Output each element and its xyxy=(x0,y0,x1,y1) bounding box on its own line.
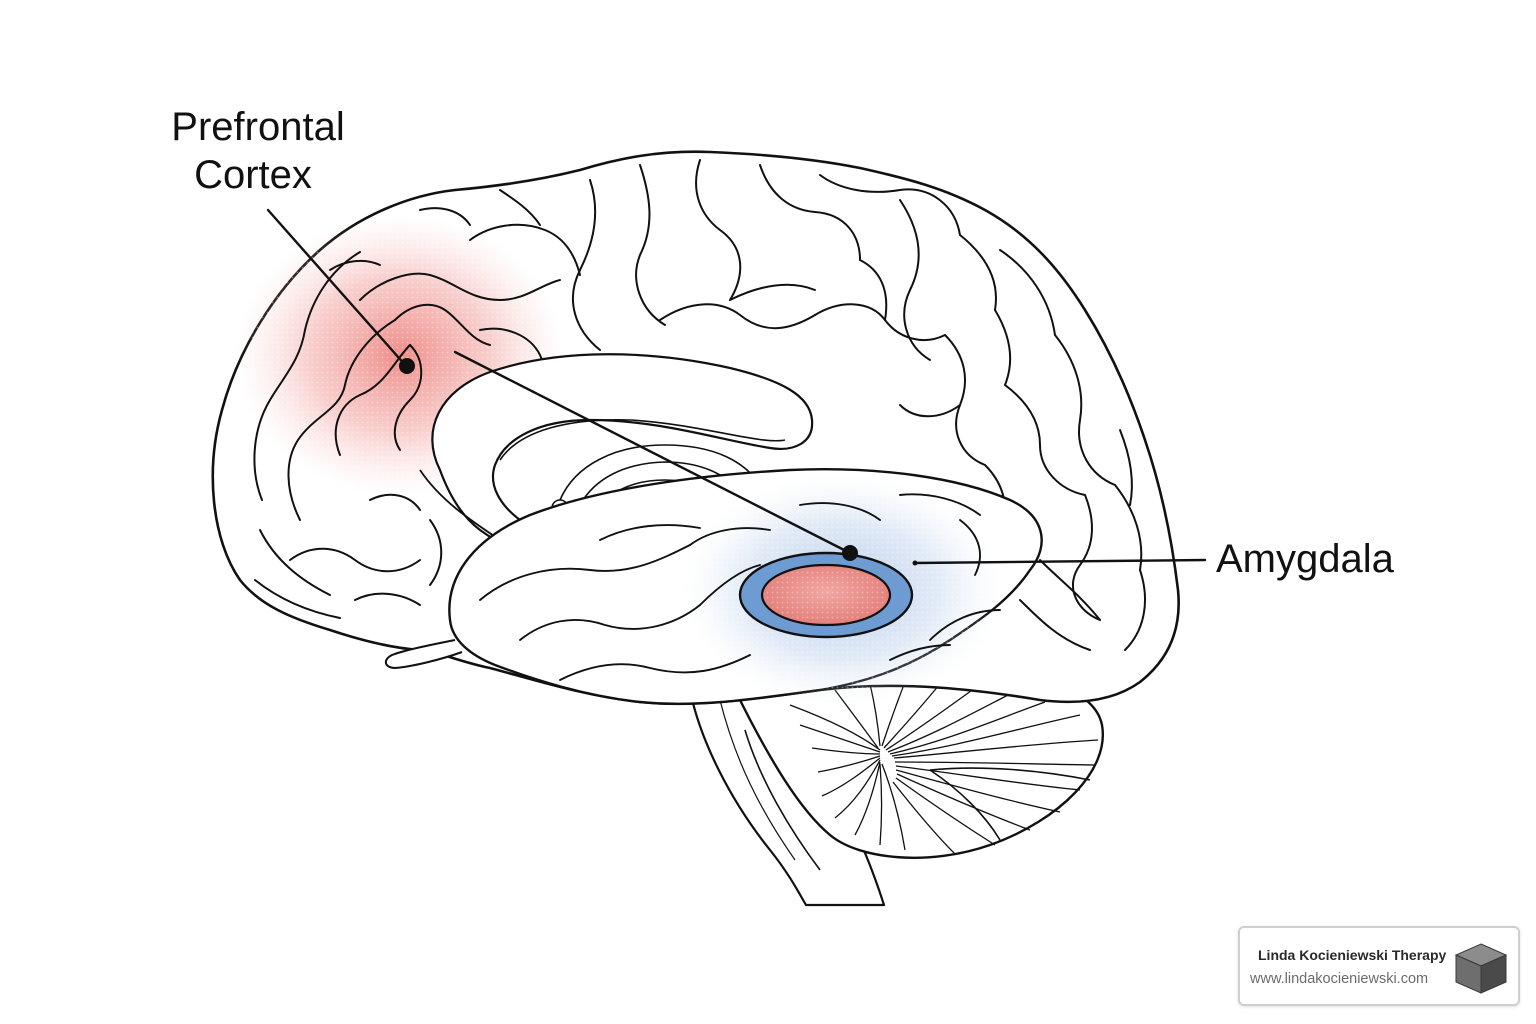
watermark-badge[interactable]: Linda Kocieniewski Therapy www.lindakoci… xyxy=(1238,926,1520,1006)
prefrontal-label-line2: Cortex xyxy=(194,153,312,197)
gyri-lines xyxy=(253,159,1146,651)
amygdala-marker-dot xyxy=(842,545,858,561)
cerebrum xyxy=(211,150,1180,706)
badge-website-url[interactable]: www.lindakocieniewski.com xyxy=(1250,971,1429,987)
amygdala-label: Amygdala xyxy=(1216,537,1395,581)
pfc-amygdala-connection xyxy=(453,350,852,555)
olfactory-bulb xyxy=(384,639,463,670)
cerebellum xyxy=(738,664,1105,859)
cube-icon xyxy=(1454,943,1508,994)
prefrontal-leader-line xyxy=(266,208,408,368)
prefrontal-marker-dot xyxy=(399,358,415,374)
amygdala-leader-line xyxy=(913,558,1207,565)
amygdala xyxy=(738,551,914,639)
prefrontal-label-line1: Prefrontal xyxy=(171,105,344,149)
leader-lines xyxy=(266,208,1207,565)
amygdala-leader-dot xyxy=(912,560,918,566)
badge-brand-name: Linda Kocieniewski Therapy xyxy=(1258,947,1447,963)
